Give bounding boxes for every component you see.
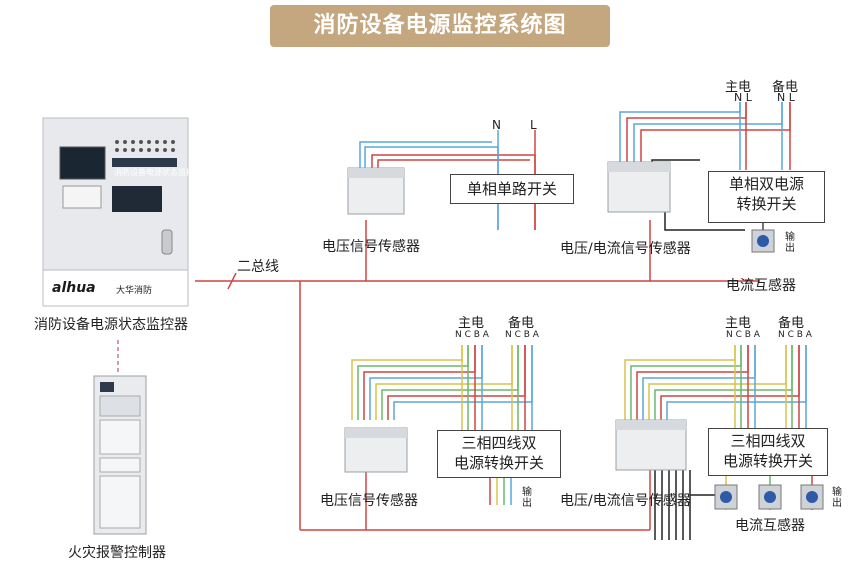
switch-three-phase-1: 三相四线双 电源转换开关 xyxy=(437,430,561,478)
page-title: 消防设备电源监控系统图 xyxy=(270,5,610,47)
backup-power-label-1: 备电 xyxy=(772,80,799,95)
sensor-label-3: 电压信号传感器 xyxy=(320,493,418,509)
switch-three-phase-2-line1: 三相四线双 xyxy=(730,432,806,450)
sensor-module-1 xyxy=(347,167,405,215)
switch-single-dual-line1: 单相双电源 xyxy=(728,175,804,193)
fire-controller-cabinet xyxy=(93,375,147,535)
terminal-ncba-main-2: N C B A xyxy=(726,330,760,340)
bus-line xyxy=(195,220,760,531)
output-label-3: 输出 xyxy=(832,487,842,509)
monitor-brand-cn: 大华消防 xyxy=(116,286,153,296)
backup-power-label-2: 备电 xyxy=(508,316,535,331)
terminal-nl-main: N L xyxy=(734,91,752,104)
current-transformer-2b xyxy=(758,484,782,510)
main-power-label-1: 主电 xyxy=(725,80,752,95)
monitor-device xyxy=(42,117,189,307)
switch-single-phase-label: 单相单路开关 xyxy=(466,180,557,198)
terminal-l: L xyxy=(530,118,537,132)
s2-wires xyxy=(619,102,791,252)
switch-three-phase-2: 三相四线双 电源转换开关 xyxy=(708,428,828,476)
switch-single-dual: 单相双电源 转换开关 xyxy=(708,171,825,223)
sensor-label-4: 电压/电流信号传感器 xyxy=(560,493,691,509)
sensor-label-2: 电压/电流信号传感器 xyxy=(560,241,691,257)
current-transformer-1 xyxy=(751,229,775,253)
terminal-n: N xyxy=(492,118,501,132)
s3-wires xyxy=(351,345,533,505)
monitor-indicator-leds xyxy=(115,140,175,152)
monitor-brand: alhua xyxy=(52,280,96,296)
fire-controller-label: 火灾报警控制器 xyxy=(68,545,166,561)
sensor-module-3 xyxy=(344,427,408,473)
bus-break-mark xyxy=(227,272,237,290)
current-transformer-2a xyxy=(714,484,738,510)
switch-three-phase-1-line1: 三相四线双 xyxy=(461,434,537,452)
main-power-label-3: 主电 xyxy=(725,316,752,331)
switch-three-phase-2-line2: 电源转换开关 xyxy=(722,452,813,470)
backup-power-label-3: 备电 xyxy=(778,316,805,331)
monitor-screen-title: 消防设备电源状态监控器 xyxy=(114,168,202,177)
main-power-label-2: 主电 xyxy=(458,316,485,331)
terminal-ncba-main-1: N C B A xyxy=(455,330,489,340)
current-transformer-2c xyxy=(800,484,824,510)
output-label-2: 输出 xyxy=(522,487,532,509)
bus-label: 二总线 xyxy=(237,259,279,275)
monitor-label: 消防设备电源状态监控器 xyxy=(34,317,188,333)
switch-three-phase-1-line2: 电源转换开关 xyxy=(453,454,544,472)
switch-single-phase: 单相单路开关 xyxy=(450,174,574,204)
switch-single-dual-line2: 转换开关 xyxy=(736,195,797,213)
sensor-module-4 xyxy=(615,419,687,471)
terminal-ncba-backup-2: N C B A xyxy=(778,330,812,340)
sensor-label-1: 电压信号传感器 xyxy=(322,239,420,255)
terminal-ncba-backup-1: N C B A xyxy=(505,330,539,340)
ct-label-2: 电流互感器 xyxy=(735,518,805,534)
sensor-module-2 xyxy=(607,161,671,213)
output-label-1: 输出 xyxy=(785,232,795,254)
terminal-nl-backup: N L xyxy=(777,91,795,104)
ct-label-1: 电流互感器 xyxy=(726,278,796,294)
